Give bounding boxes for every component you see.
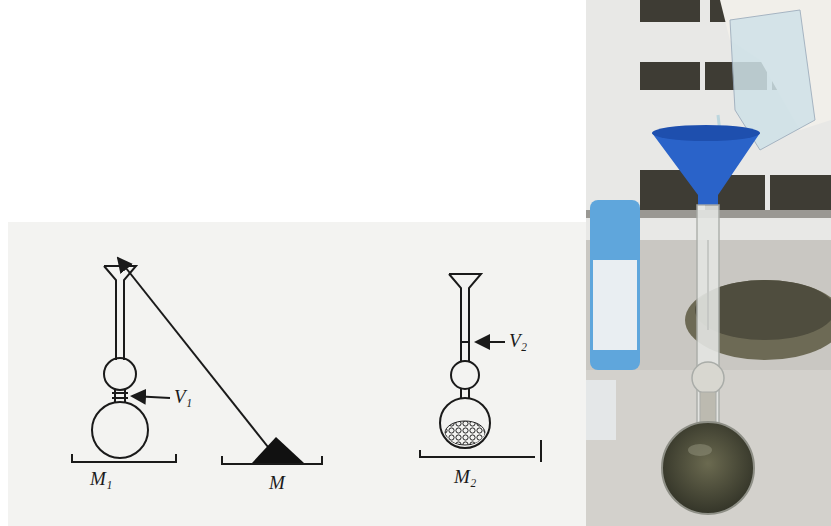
mass-label: M [267, 472, 287, 493]
mass-label: M₂ [452, 466, 478, 487]
volume-label: V₂ [507, 330, 529, 351]
mass-label: M₁ [88, 468, 114, 489]
volume-label: V₁ [172, 386, 194, 407]
